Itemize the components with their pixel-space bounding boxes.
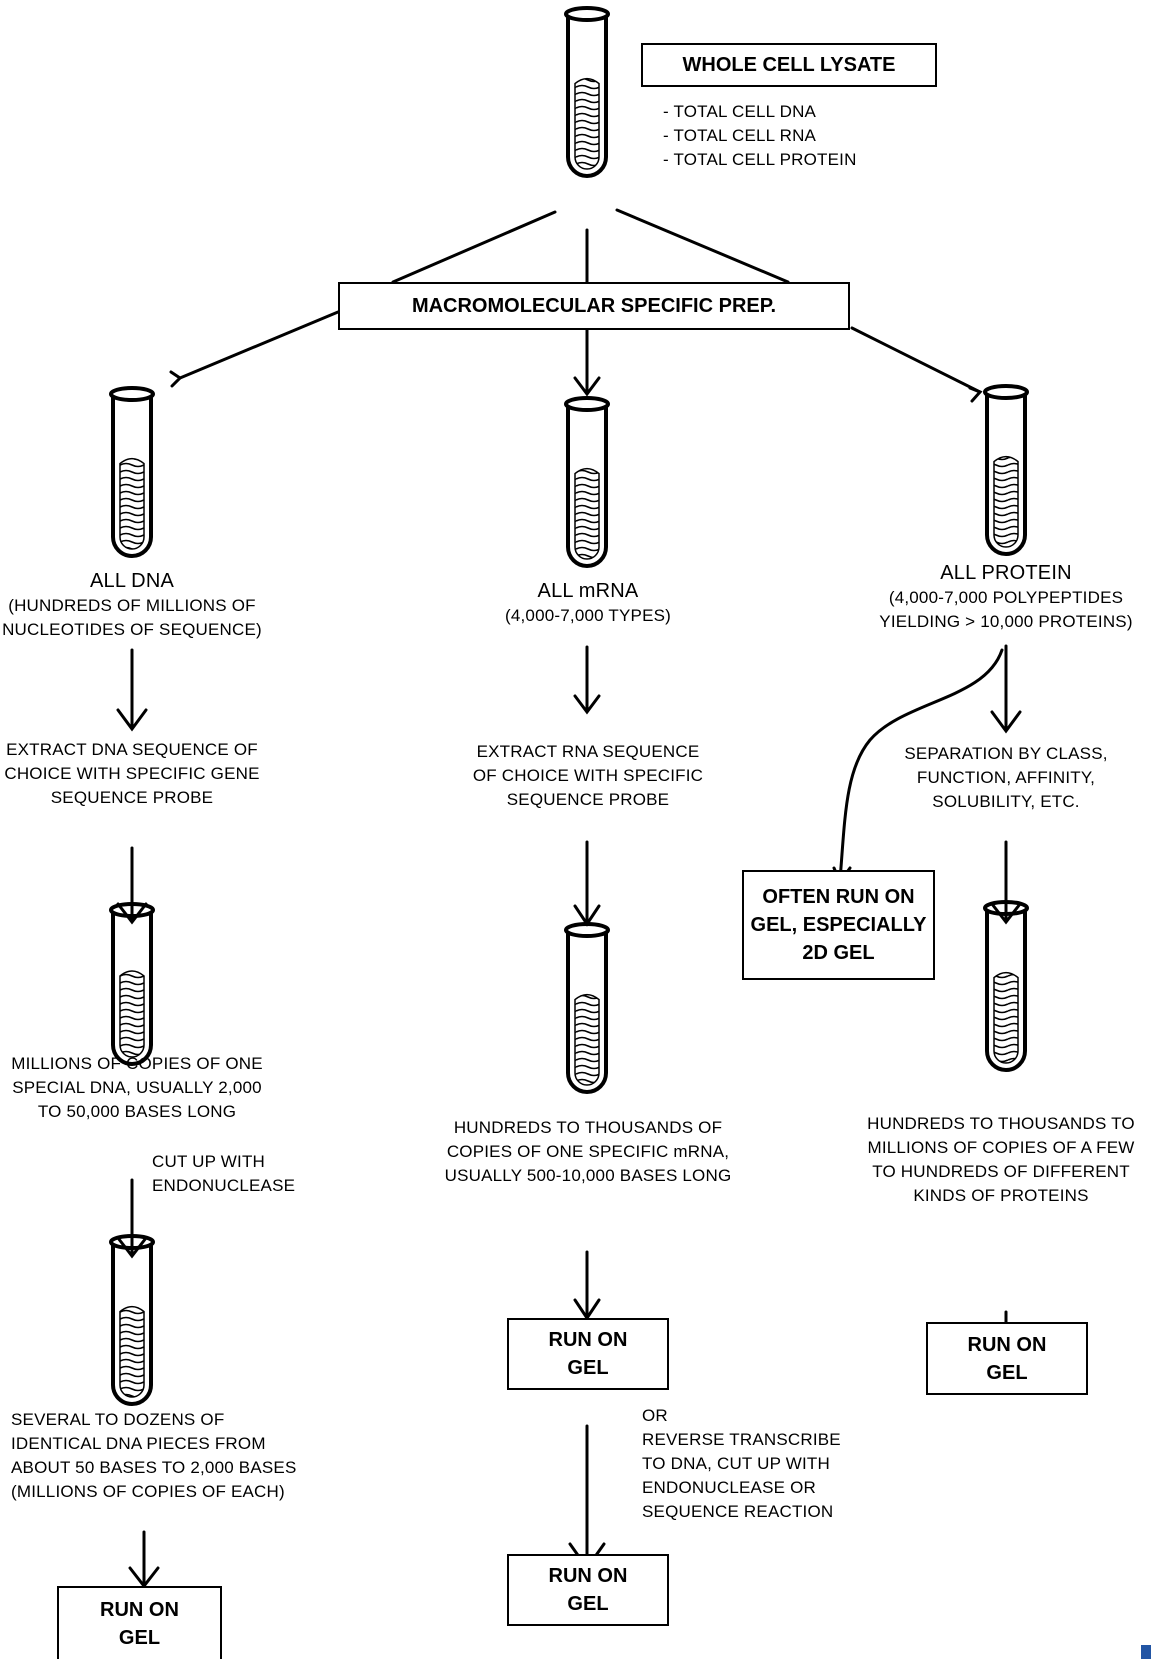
rna-alternative: OR REVERSE TRANSCRIBE TO DNA, CUT UP WIT… (642, 1406, 841, 1521)
dna-subtitle-2: NUCLEOTIDES OF SEQUENCE) (2, 620, 262, 639)
rna-title: ALL mRNA (537, 580, 639, 602)
corner-accent (1141, 1645, 1151, 1659)
protein-result1: HUNDREDS TO THOUSANDS TO MILLIONS OF COP… (867, 1114, 1135, 1205)
dna-step1: EXTRACT DNA SEQUENCE OF CHOICE WITH SPEC… (4, 740, 260, 807)
protein-subtitle-2: YIELDING > 10,000 PROTEINS) (879, 612, 1133, 631)
dna-subtitle-1: (HUNDREDS OF MILLIONS OF (8, 596, 256, 615)
rna-result1: HUNDREDS TO THOUSANDS OF COPIES OF ONE S… (444, 1118, 732, 1185)
often-run-on-gel-box: OFTEN RUN ON GEL, ESPECIALLY 2D GEL (742, 870, 935, 980)
dna-cut-label: CUT UP WITH ENDONUCLEASE (152, 1152, 296, 1195)
protein-run-on-gel-box: RUN ON GEL (926, 1322, 1088, 1395)
protein-subtitle-1: (4,000-7,000 POLYPEPTIDES (888, 588, 1124, 607)
macromolecular-prep-box: MACROMOLECULAR SPECIFIC PREP. (338, 282, 850, 330)
rna-run-on-gel-box-1: RUN ON GEL (507, 1318, 669, 1390)
lysate-rna: - TOTAL CELL RNA (663, 126, 817, 145)
rna-step1: EXTRACT RNA SEQUENCE OF CHOICE WITH SPEC… (472, 742, 704, 809)
protein-step1: SEPARATION BY CLASS, FUNCTION, AFFINITY,… (904, 744, 1108, 811)
test-tubes (109, 6, 1029, 1406)
rna-run-on-gel-box-2: RUN ON GEL (507, 1554, 669, 1626)
protein-label: ALL PROTEIN (4,000-7,000 POLYPEPTIDES YI… (866, 560, 1146, 634)
rna-label: ALL mRNA (4,000-7,000 TYPES) (458, 578, 718, 628)
dna-run-on-gel-box: RUN ON GEL (57, 1586, 222, 1659)
lysate-contents: - TOTAL CELL DNA - TOTAL CELL RNA - TOTA… (663, 100, 857, 172)
whole-cell-lysate-box: WHOLE CELL LYSATE (641, 43, 937, 87)
test-tube-icon-protein-2 (983, 900, 1029, 1072)
dna-title: ALL DNA (89, 570, 175, 592)
rna-subtitle: (4,000-7,000 TYPES) (504, 606, 672, 625)
protein-title: ALL PROTEIN (940, 562, 1072, 584)
dna-result2: SEVERAL TO DOZENS OF IDENTICAL DNA PIECE… (11, 1410, 297, 1501)
test-tube-icon-rna-2 (564, 922, 610, 1094)
dna-label: ALL DNA (HUNDREDS OF MILLIONS OF NUCLEOT… (2, 568, 262, 642)
test-tube-icon-dna-3 (109, 1234, 155, 1406)
dna-result1: MILLIONS OF COPIES OF ONE SPECIAL DNA, U… (11, 1054, 263, 1121)
lysate-protein: - TOTAL CELL PROTEIN (663, 150, 857, 169)
test-tube-icon-protein-1 (983, 384, 1029, 556)
lysate-dna: - TOTAL CELL DNA (663, 102, 817, 121)
test-tube-icon-lysate (564, 6, 610, 178)
test-tube-icon-dna-1 (109, 386, 155, 558)
test-tube-icon-dna-2 (109, 902, 155, 1066)
test-tube-icon-rna-1 (564, 396, 610, 568)
